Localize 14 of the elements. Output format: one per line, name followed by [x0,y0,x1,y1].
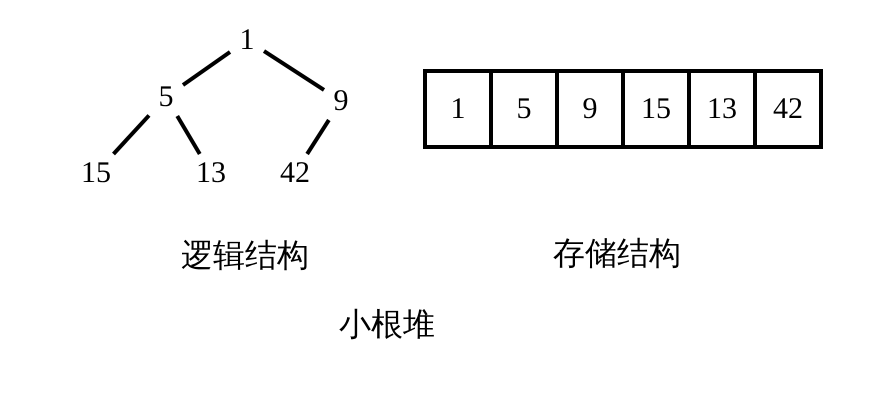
tree-node-label: 9 [328,84,354,118]
tree-edge [176,114,202,156]
caption-text: 小根堆 [339,305,435,344]
tree-edge [305,118,331,156]
tree-node-label: 1 [234,23,260,57]
caption-text: 逻辑结构 [181,236,309,275]
tree-edge [262,49,326,92]
caption-text: 存储结构 [553,234,681,273]
tree-node-label: 15 [76,156,116,190]
tree-edge [182,50,232,87]
tree-node-label: 13 [191,156,231,190]
tree-edge [112,114,150,156]
tree-node-label: 5 [153,80,179,114]
tree-node-label: 42 [275,156,315,190]
